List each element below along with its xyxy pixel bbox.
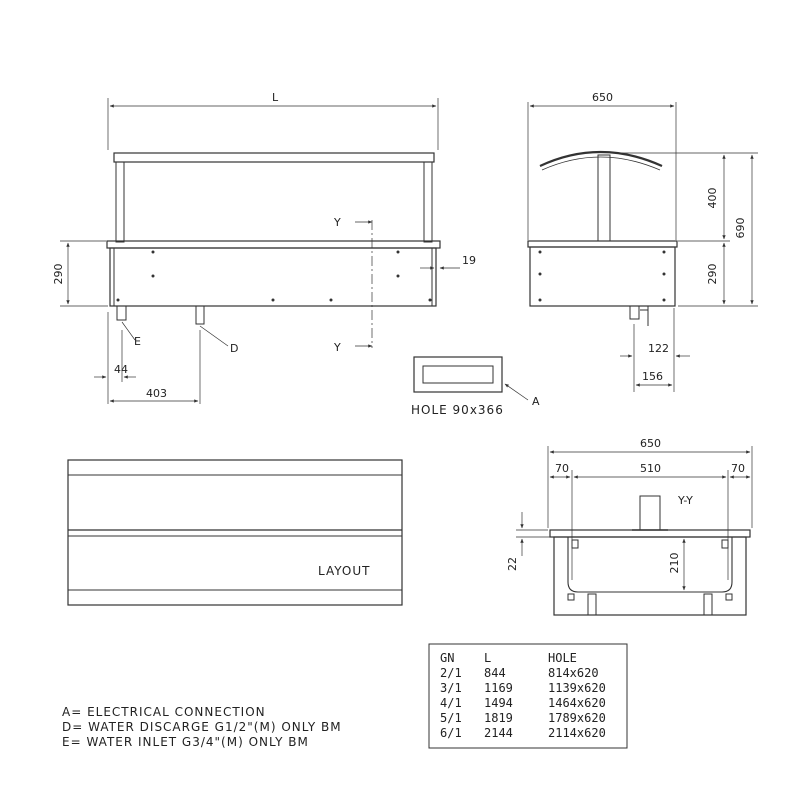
cell-l: 2144 <box>484 726 513 740</box>
section-view-labels: Y-Y 650 70 510 70 210 22 <box>506 437 745 574</box>
dim-44-label: 44 <box>114 363 128 376</box>
front-view <box>60 98 460 404</box>
legend: A= ELECTRICAL CONNECTION D= WATER DISCAR… <box>62 705 342 749</box>
cell-l: 1494 <box>484 696 513 710</box>
legend-line-a: A= ELECTRICAL CONNECTION <box>62 705 266 719</box>
overall-width-label: 650 <box>640 437 661 450</box>
cell-gn: 5/1 <box>440 711 462 725</box>
right-margin-label: 70 <box>731 462 745 475</box>
left-margin-label: 70 <box>555 462 569 475</box>
layout-label: LAYOUT <box>318 564 370 578</box>
legend-line-d: D= WATER DISCARGE G1/2"(M) ONLY BM <box>62 720 342 734</box>
header-gn: GN <box>440 651 454 665</box>
dim-122-label: 122 <box>648 342 669 355</box>
dim-403-label: 403 <box>146 387 167 400</box>
cell-l: 844 <box>484 666 506 680</box>
section-mark-top: Y <box>333 216 341 229</box>
table-row: 3/1 1169 1139x620 <box>440 681 606 695</box>
cell-gn: 6/1 <box>440 726 462 740</box>
side-view <box>527 102 758 392</box>
section-mark-bottom: Y <box>333 341 341 354</box>
offset-19-label: 19 <box>462 254 476 267</box>
cell-hole: 1464x620 <box>548 696 606 710</box>
hole-detail <box>413 356 529 401</box>
cell-hole: 1789x620 <box>548 711 606 725</box>
cell-l: 1819 <box>484 711 513 725</box>
table-header: GN L HOLE <box>440 651 577 665</box>
total-height-label: 690 <box>734 218 747 239</box>
callout-d: D <box>230 342 238 355</box>
hole-label: HOLE 90x366 <box>411 403 504 417</box>
cell-gn: 3/1 <box>440 681 462 695</box>
size-table: GN L HOLE 2/1 844 814x620 3/1 1169 1139x… <box>428 643 628 749</box>
length-label: L <box>272 91 279 104</box>
dim-156-label: 156 <box>642 370 663 383</box>
legend-line-e: E= WATER INLET G3/4"(M) ONLY BM <box>62 735 309 749</box>
cell-hole: 2114x620 <box>548 726 606 740</box>
callout-a: A <box>532 395 540 408</box>
inner-width-label: 510 <box>640 462 661 475</box>
section-title: Y-Y <box>677 494 693 507</box>
table-row: 4/1 1494 1464x620 <box>440 696 606 710</box>
cell-gn: 4/1 <box>440 696 462 710</box>
side-view-labels: 650 400 290 690 122 156 <box>592 91 747 383</box>
cell-hole: 814x620 <box>548 666 599 680</box>
front-height-label: 290 <box>52 264 65 285</box>
table-row: 5/1 1819 1789x620 <box>440 711 606 725</box>
table-row: 6/1 2144 2114x620 <box>440 726 606 740</box>
cell-gn: 2/1 <box>440 666 462 680</box>
cell-hole: 1139x620 <box>548 681 606 695</box>
front-view-labels: L 290 19 44 403 Y Y E D <box>52 91 476 400</box>
table-row: 2/1 844 814x620 <box>440 666 599 680</box>
rim-label: 22 <box>506 557 519 571</box>
side-width-label: 650 <box>592 91 613 104</box>
upper-height-label: 400 <box>706 188 719 209</box>
lower-height-label: 290 <box>706 264 719 285</box>
section-view <box>516 446 753 616</box>
cell-l: 1169 <box>484 681 513 695</box>
callout-e: E <box>134 335 141 348</box>
depth-label: 210 <box>668 553 681 574</box>
header-hole: HOLE <box>548 651 577 665</box>
layout-view <box>67 459 403 606</box>
header-l: L <box>484 651 491 665</box>
